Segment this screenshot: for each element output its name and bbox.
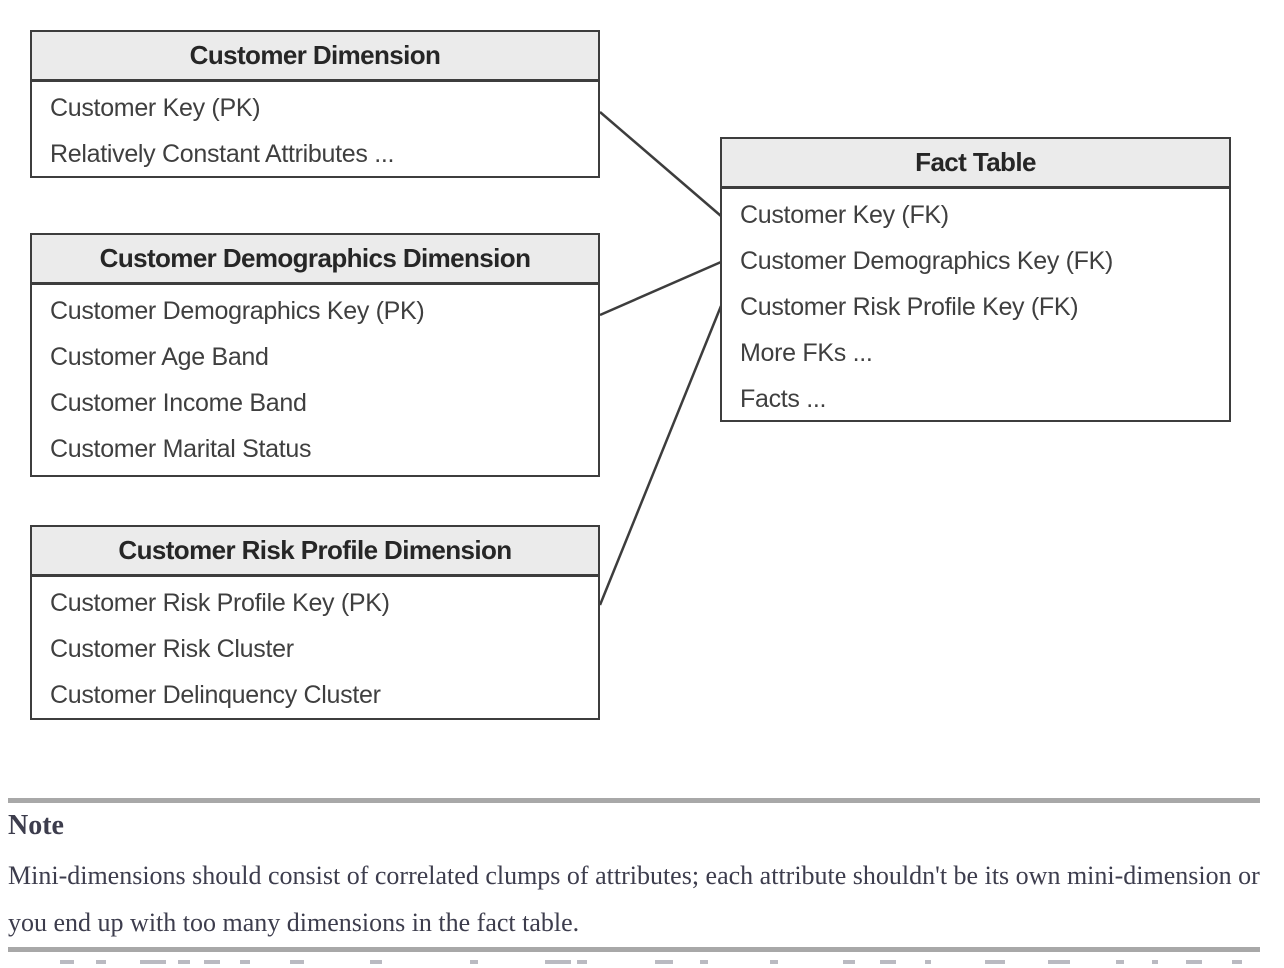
clipped-text-fragment <box>204 960 220 964</box>
entity-row: Relatively Constant Attributes ... <box>50 140 395 168</box>
connector-customer-dimension <box>599 111 722 217</box>
entity-row: More FKs ... <box>740 339 873 367</box>
entity-customer-risk-profile-dimension: Customer Risk Profile Dimension Customer… <box>30 525 600 720</box>
entity-row: Customer Risk Cluster <box>50 635 294 663</box>
connector-demographics-dimension <box>599 260 722 317</box>
clipped-text-fragment <box>700 960 708 964</box>
clipped-text-fragment <box>577 960 587 964</box>
clipped-text-fragment <box>290 960 304 964</box>
entity-customer-demographics-dimension: Customer Demographics Dimension Customer… <box>30 233 600 477</box>
entity-fact-table: Fact Table Customer Key (FK) Customer De… <box>720 137 1231 422</box>
entity-row: Customer Key (FK) <box>740 201 949 229</box>
clipped-text-fragment <box>985 960 1005 964</box>
note-top-rule <box>8 798 1260 803</box>
clipped-text-fragment <box>770 960 778 964</box>
entity-customer-demographics-dimension-body: Customer Demographics Key (PK) Customer … <box>32 285 598 472</box>
clipped-text-fragment <box>140 960 166 964</box>
connector-risk-profile-dimension <box>598 305 723 606</box>
note-body-text: Mini-dimensions should consist of correl… <box>8 861 1260 937</box>
clipped-text-fragment <box>1186 960 1202 964</box>
entity-fact-table-title: Fact Table <box>722 139 1229 189</box>
note-bottom-rule <box>8 947 1260 952</box>
entity-row: Customer Delinquency Cluster <box>50 681 381 709</box>
clipped-text-fragment <box>1232 960 1242 964</box>
clipped-text-fragment <box>843 960 855 964</box>
clipped-text-line <box>0 960 1284 968</box>
clipped-text-fragment <box>240 960 250 964</box>
entity-row: Customer Age Band <box>50 343 269 371</box>
entity-customer-dimension-title: Customer Dimension <box>32 32 598 82</box>
entity-customer-dimension-body: Customer Key (PK) Relatively Constant At… <box>32 82 598 177</box>
clipped-text-fragment <box>545 960 571 964</box>
entity-row: Customer Income Band <box>50 389 307 417</box>
clipped-text-fragment <box>470 960 478 964</box>
entity-row: Customer Risk Profile Key (PK) <box>50 589 390 617</box>
clipped-text-fragment <box>178 960 190 964</box>
clipped-text-fragment <box>60 960 74 964</box>
clipped-text-fragment <box>655 960 673 964</box>
entity-customer-dimension: Customer Dimension Customer Key (PK) Rel… <box>30 30 600 178</box>
clipped-text-fragment <box>880 960 896 964</box>
entity-row: Customer Marital Status <box>50 435 312 463</box>
clipped-text-fragment <box>1048 960 1070 964</box>
entity-row: Customer Key (PK) <box>50 94 261 122</box>
clipped-text-fragment <box>1116 960 1124 964</box>
entity-fact-table-body: Customer Key (FK) Customer Demographics … <box>722 189 1229 422</box>
entity-customer-demographics-dimension-title: Customer Demographics Dimension <box>32 235 598 285</box>
clipped-text-fragment <box>370 960 382 964</box>
entity-row: Facts ... <box>740 385 827 413</box>
entity-row: Customer Demographics Key (FK) <box>740 247 1114 275</box>
clipped-text-fragment <box>925 960 931 964</box>
entity-customer-risk-profile-dimension-title: Customer Risk Profile Dimension <box>32 527 598 577</box>
clipped-text-fragment <box>96 960 106 964</box>
note-heading: Note <box>8 810 64 841</box>
entity-row: Customer Risk Profile Key (FK) <box>740 293 1079 321</box>
entity-row: Customer Demographics Key (PK) <box>50 297 425 325</box>
clipped-text-fragment <box>1152 960 1158 964</box>
entity-customer-risk-profile-dimension-body: Customer Risk Profile Key (PK) Customer … <box>32 577 598 718</box>
